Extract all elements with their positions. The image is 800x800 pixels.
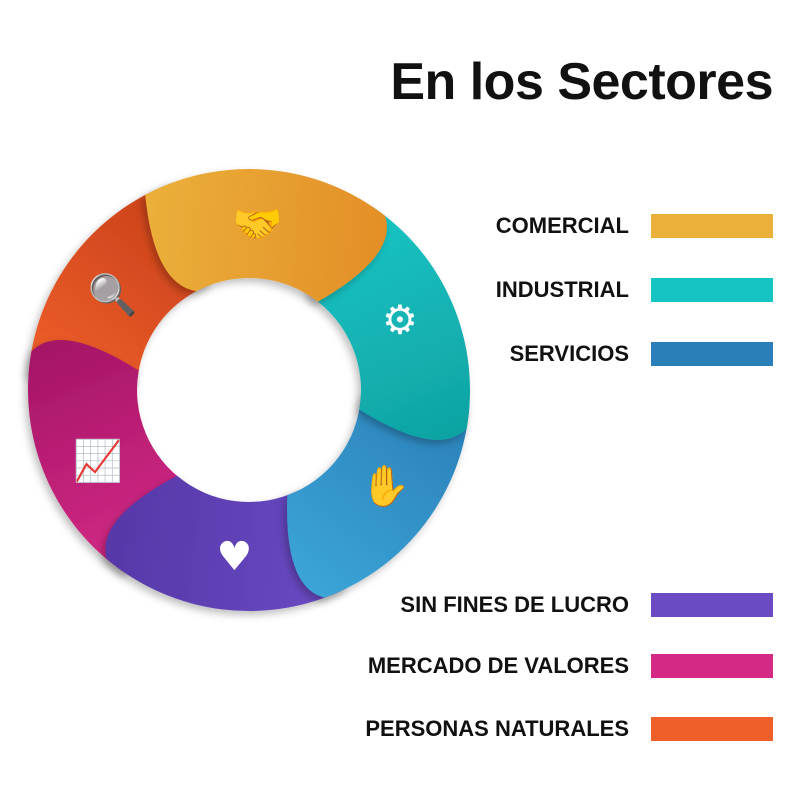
hand-person-icon: ✋ [360, 463, 410, 510]
legend-label: PERSONAS NATURALES [365, 716, 629, 741]
stock-chart-icon: 📈 [73, 437, 123, 484]
legend-label: SIN FINES DE LUCRO [400, 592, 629, 617]
handshake-dollar-icon: 🤝 [233, 202, 283, 248]
ring-segment-sin-fines-de-lucro [105, 475, 346, 612]
legend-label: SERVICIOS [509, 341, 629, 366]
legend-item-comercial: COMERCIAL [496, 213, 773, 239]
page-title: En los Sectores [390, 53, 773, 111]
legend-item-mercado-de-valores: MERCADO DE VALORES [368, 653, 773, 679]
legend-swatch [651, 278, 773, 302]
legend-label: COMERCIAL [495, 213, 629, 238]
legend-swatch [651, 654, 773, 678]
legend-item-sin-fines-de-lucro: SIN FINES DE LUCRO [400, 592, 773, 618]
legend-swatch [651, 717, 773, 741]
heart-hand-icon: ♥ [217, 534, 253, 580]
legend-swatch [651, 342, 773, 366]
legend-swatch [651, 593, 773, 617]
person-search-icon: 🔍 [88, 269, 138, 318]
ring-segment-comercial [145, 168, 387, 302]
factory-gear-icon: ⚙ [382, 298, 418, 344]
legend-label: MERCADO DE VALORES [367, 653, 629, 678]
legend-item-servicios: SERVICIOS [510, 341, 773, 367]
legend-label: INDUSTRIAL [495, 277, 629, 302]
legend-item-personas-naturales: PERSONAS NATURALES [365, 716, 773, 742]
legend-item-industrial: INDUSTRIAL [496, 277, 773, 303]
legend-swatch [651, 214, 773, 238]
